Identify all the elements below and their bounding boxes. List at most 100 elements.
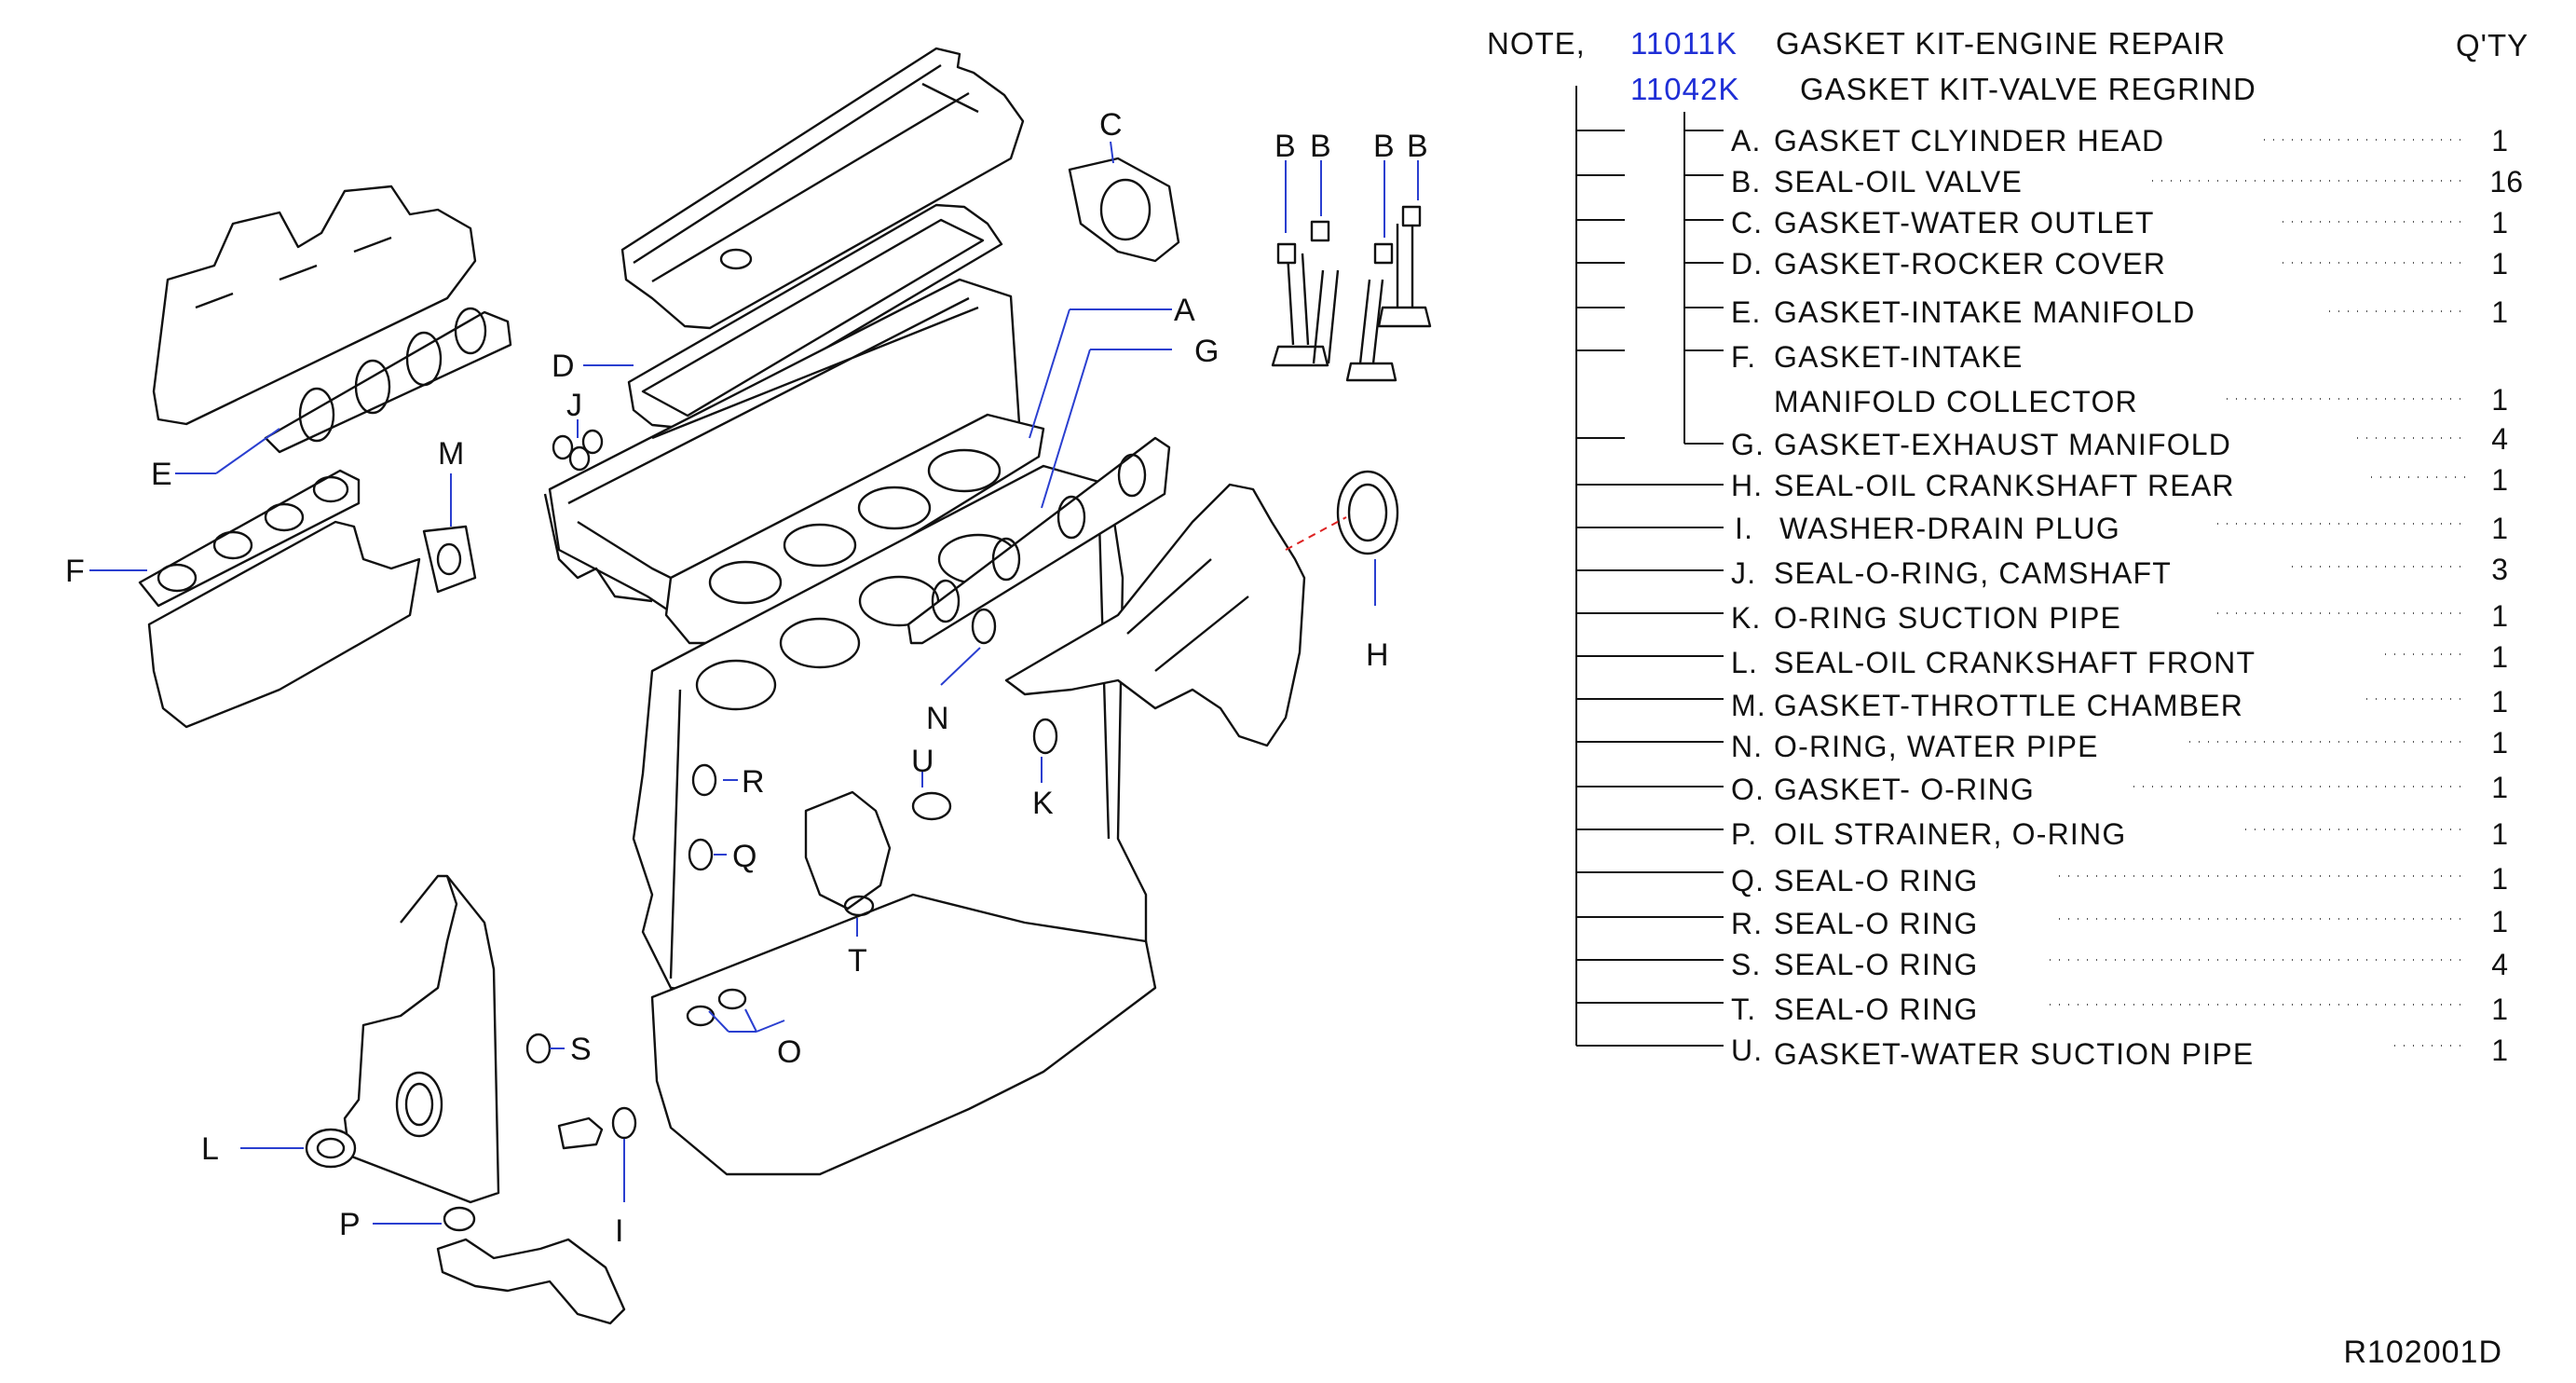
item-desc: GASKET-WATER SUCTION PIPE — [1774, 1037, 2254, 1071]
item-desc: SEAL-OIL VALVE — [1774, 165, 2023, 199]
callout-j: J — [566, 388, 582, 423]
callout-c: C — [1099, 107, 1123, 143]
item-desc: SEAL-O RING — [1774, 948, 1978, 981]
item-qty: 1 — [2491, 599, 2508, 633]
item-qty: 3 — [2491, 553, 2508, 586]
list-item: R. SEAL-O RING 1 — [1731, 905, 2508, 940]
item-desc: OIL STRAINER, O-RING — [1774, 817, 2126, 851]
rocker-cover-gasket-part — [627, 203, 1003, 431]
item-letter: K. — [1731, 601, 1762, 635]
item-letter: Q. — [1731, 864, 1765, 897]
list-item: S. SEAL-O RING 4 — [1731, 948, 2508, 981]
list-item: N. O-RING, WATER PIPE 1 — [1731, 726, 2508, 763]
note-label: NOTE, — [1487, 26, 1586, 61]
item-desc: GASKET-INTAKE — [1774, 340, 2024, 374]
callout-q: Q — [732, 839, 756, 874]
item-qty: 1 — [2491, 1034, 2508, 1067]
camshaft-oring-part — [552, 434, 574, 460]
list-item: K. O-RING SUCTION PIPE 1 — [1731, 599, 2508, 635]
kit-engine-code-link[interactable]: 11011K — [1630, 26, 1738, 61]
item-letter: C. — [1731, 206, 1763, 240]
seal-oring-t-part — [843, 895, 875, 917]
callout-labels: A G C B B B B D J E M F H N K R Q U T O … — [65, 107, 1428, 1249]
list-item: P. OIL STRAINER, O-RING 1 — [1731, 817, 2508, 851]
item-desc: SEAL-O-RING, CAMSHAFT — [1774, 556, 2172, 590]
callout-i: I — [615, 1213, 623, 1249]
list-item: O. GASKET- O-RING 1 — [1731, 771, 2508, 806]
callout-f: F — [65, 554, 85, 589]
item-desc: O-RING, WATER PIPE — [1774, 730, 2099, 763]
callout-b3: B — [1373, 129, 1395, 164]
throttle-gasket-part — [422, 525, 477, 594]
callout-b4: B — [1407, 129, 1428, 164]
item-desc: GASKET-THROTTLE CHAMBER — [1774, 689, 2243, 722]
callout-t: T — [848, 943, 867, 979]
item-desc: GASKET CLYINDER HEAD — [1774, 124, 2164, 157]
item-desc: O-RING SUCTION PIPE — [1774, 601, 2121, 635]
item-desc: SEAL-O RING — [1774, 864, 1978, 897]
collector-gasket-part — [138, 469, 361, 608]
item-qty: 1 — [2491, 862, 2508, 896]
item-desc: GASKET-INTAKE MANIFOLD — [1774, 295, 2196, 329]
item-letter: R. — [1731, 907, 1763, 940]
kit-valve-desc: GASKET KIT-VALVE REGRIND — [1800, 72, 2256, 106]
item-letter: G. — [1731, 428, 1765, 461]
item-letter: I. — [1735, 512, 1753, 545]
callout-n: N — [926, 701, 949, 736]
item-letter: U. — [1731, 1034, 1763, 1067]
item-qty: 1 — [2491, 817, 2508, 851]
rear-crank-seal-part — [1336, 470, 1399, 555]
item-letter: A. — [1731, 124, 1762, 157]
callout-u: U — [911, 744, 934, 779]
list-item: F. GASKET-INTAKE MANIFOLD COLLECTOR 1 — [1731, 340, 2508, 418]
kit-valve-code-link[interactable]: 11042K — [1630, 72, 1739, 106]
item-qty: 1 — [2491, 206, 2508, 240]
list-item: E. GASKET-INTAKE MANIFOLD 1 — [1731, 295, 2508, 329]
item-letter: N. — [1731, 730, 1763, 763]
callout-s: S — [570, 1032, 592, 1067]
figure-id: R102001D — [2343, 1335, 2502, 1370]
list-item: D. GASKET-ROCKER COVER 1 — [1731, 247, 2508, 281]
callout-k: K — [1032, 786, 1054, 821]
item-qty: 4 — [2491, 948, 2508, 981]
item-qty: 16 — [2489, 165, 2523, 199]
strainer-oring-part — [443, 1206, 476, 1232]
callout-d: D — [552, 349, 575, 384]
list-item: A. GASKET CLYINDER HEAD 1 — [1731, 124, 2508, 157]
item-letter: D. — [1731, 247, 1763, 281]
item-desc: GASKET- O-RING — [1774, 773, 2035, 806]
kit-bracket-tree — [1575, 86, 1724, 1047]
water-pipe-oring-part — [971, 608, 997, 645]
exploded-engine-drawing — [138, 47, 1432, 1325]
list-item: I. WASHER-DRAIN PLUG 1 — [1735, 512, 2508, 545]
item-qty: 1 — [2491, 726, 2508, 760]
item-qty: 1 — [2491, 383, 2508, 417]
callout-g: G — [1194, 334, 1219, 369]
callout-a: A — [1174, 293, 1195, 328]
seal-oring-r-part — [691, 763, 717, 797]
water-pump-part — [804, 790, 892, 911]
item-desc-line2: MANIFOLD COLLECTOR — [1774, 385, 2138, 418]
item-desc: GASKET-ROCKER COVER — [1774, 247, 2166, 281]
intake-collector-part — [147, 520, 421, 729]
callout-b1: B — [1274, 129, 1296, 164]
item-letter: H. — [1731, 469, 1763, 502]
item-desc: SEAL-OIL CRANKSHAFT REAR — [1774, 469, 2235, 502]
list-item: Q. SEAL-O RING 1 — [1731, 862, 2508, 897]
kit-engine-desc: GASKET KIT-ENGINE REPAIR — [1776, 26, 2226, 61]
callout-h: H — [1366, 637, 1389, 673]
intake-manifold-gasket-part — [264, 310, 512, 454]
item-letter: P. — [1731, 817, 1758, 851]
item-qty: 1 — [2491, 993, 2508, 1026]
item-desc: SEAL-O RING — [1774, 907, 1978, 940]
callout-p: P — [339, 1207, 361, 1242]
item-qty: 1 — [2491, 463, 2508, 497]
water-outlet-gasket-part — [1068, 157, 1180, 263]
list-item: T. SEAL-O RING 1 — [1731, 993, 2508, 1026]
item-desc: GASKET-WATER OUTLET — [1774, 206, 2155, 240]
oil-pan-part — [650, 893, 1157, 1176]
callout-o: O — [777, 1034, 801, 1070]
seal-oring-s-part — [525, 1033, 552, 1064]
item-letter: E. — [1731, 295, 1762, 329]
item-letter: B. — [1731, 165, 1762, 199]
